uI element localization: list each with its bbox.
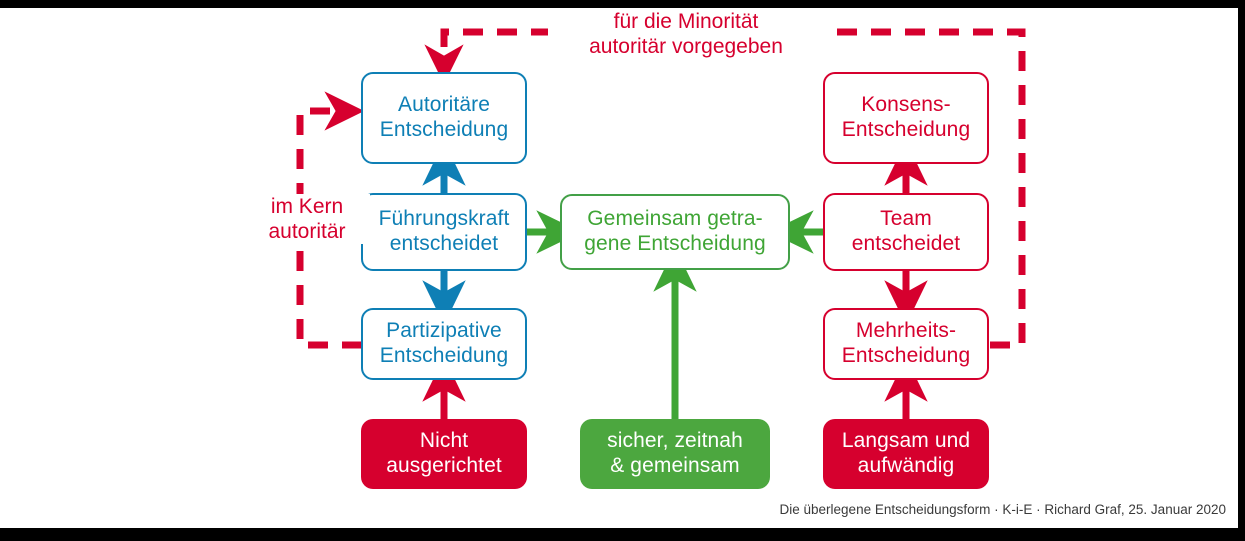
node-sicher-zeitnah-gemeinsam[interactable]: sicher, zeitnah & gemeinsam — [580, 419, 770, 489]
node-autoritaere-entscheidung[interactable]: Autoritäre Entscheidung — [361, 72, 527, 164]
node-nicht-ausgerichtet[interactable]: Nicht ausgerichtet — [361, 419, 527, 489]
node-langsam-und-aufwaendig[interactable]: Langsam und aufwändig — [823, 419, 989, 489]
node-team-entscheidet[interactable]: Team entscheidet — [823, 193, 989, 271]
node-konsens-entscheidung[interactable]: Konsens- Entscheidung — [823, 72, 989, 164]
node-gemeinsam-getragene-entscheidung[interactable]: Gemeinsam getra- gene Entscheidung — [560, 194, 790, 270]
label-im-kern-autoritaer: im Kern autoritär — [244, 194, 370, 245]
diagram-canvas: Autoritäre Entscheidung Führungskraft en… — [0, 8, 1238, 528]
node-partizipative-entscheidung[interactable]: Partizipative Entscheidung — [361, 308, 527, 380]
footer-credit: Die überlegene Entscheidungsform · K-i-E… — [779, 502, 1226, 517]
dashed-loop-minoritaet — [424, 28, 1026, 349]
label-fuer-die-minoritaet-autoritaer-vorgegeben: für die Minorität autoritär vorgegeben — [548, 9, 824, 60]
node-fuehrungskraft-entscheidet[interactable]: Führungskraft entscheidet — [361, 193, 527, 271]
node-mehrheits-entscheidung[interactable]: Mehrheits- Entscheidung — [823, 308, 989, 380]
